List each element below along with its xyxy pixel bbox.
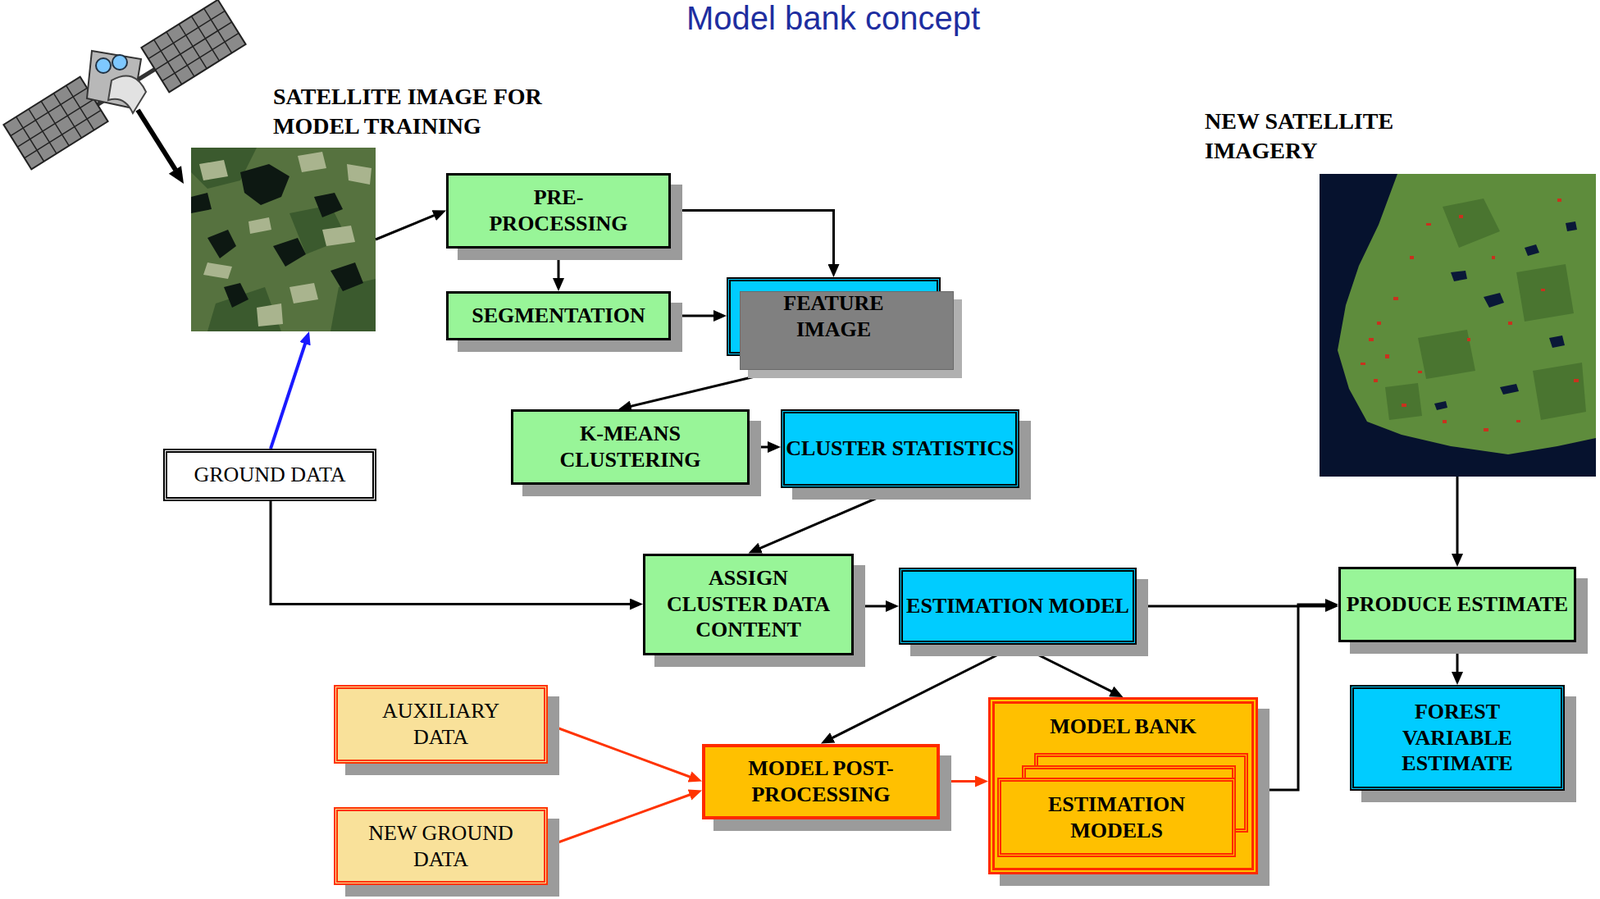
connector-arrow <box>270 337 308 449</box>
process-box: PRE-PROCESSING <box>446 173 671 249</box>
satellite-arrow-head <box>168 165 184 184</box>
connector-arrow <box>939 779 982 783</box>
input-box: GROUND DATA <box>163 448 377 502</box>
satellite-dish <box>108 75 146 114</box>
process-box: MODEL POST-PROCESSING <box>701 743 940 820</box>
connector-arrow <box>1456 476 1459 561</box>
connector-arrow <box>557 248 561 286</box>
data-box: AUXILIARY DATA <box>333 684 548 764</box>
connector-arrow <box>1456 642 1459 679</box>
connector-arrow <box>853 605 893 608</box>
process-box: K-MEANS CLUSTERING <box>510 409 750 485</box>
node-label: GROUND DATA <box>194 461 347 488</box>
node-label: MODEL POST-PROCESSING <box>705 755 937 808</box>
training-image <box>191 147 376 332</box>
satellite-arrow-line <box>137 109 176 170</box>
connector-arrow <box>547 792 696 846</box>
node-label: ESTIMATION MODELS <box>1001 791 1232 844</box>
node-label: AUXILIARY DATA <box>367 697 516 751</box>
connector-arrow <box>1017 644 1117 694</box>
output-box: CLUSTER STATISTICS <box>780 409 1020 488</box>
solar-panel-frame <box>141 0 246 92</box>
training-image-forest <box>191 147 376 332</box>
node-label: PRE-PROCESSING <box>476 184 641 238</box>
lakes <box>1434 221 1578 411</box>
solar-panel <box>141 0 246 92</box>
connectors <box>270 210 1458 847</box>
training-image-ground <box>191 147 376 332</box>
output-box: FOREST VARIABLE ESTIMATE <box>1349 684 1565 791</box>
node-label: ASSIGN CLUSTER DATA CONTENT <box>660 565 837 644</box>
connector-arrow <box>375 213 441 240</box>
model-card: ESTIMATION MODELS <box>997 777 1236 857</box>
node-label: NEW GROUND DATA <box>359 820 524 873</box>
node-label: FEATURE IMAGE <box>760 290 908 343</box>
diagram-title: Model bank concept <box>546 0 1121 37</box>
satellite-sensor <box>112 54 128 70</box>
process-box: ASSIGN CLUSTER DATA CONTENT <box>642 553 854 656</box>
sea <box>1319 173 1596 477</box>
connector-arrow <box>624 369 786 408</box>
connector-arrow <box>749 446 775 449</box>
process-box: PRODUCE ESTIMATE <box>1338 566 1577 643</box>
connector-arrow <box>670 210 835 272</box>
image-heading: SATELLITE IMAGE FOR MODEL TRAINING <box>273 82 585 142</box>
forest-area <box>1385 198 1587 420</box>
new-imagery-map <box>1319 173 1596 477</box>
satellite-image-node: NEW SATELLITE IMAGERY <box>1319 173 1596 477</box>
connector-arrow <box>754 487 901 551</box>
node-label: K-MEANS CLUSTERING <box>513 420 748 474</box>
node-label: PRODUCE ESTIMATE <box>1346 591 1569 618</box>
satellite-image-node: SATELLITE IMAGE FOR MODEL TRAINING <box>191 147 376 332</box>
connector-arrow <box>1258 604 1332 790</box>
output-box: ESTIMATION MODEL <box>898 567 1137 645</box>
process-box: SEGMENTATION <box>446 291 671 341</box>
node-label: MODEL BANK <box>1049 713 1196 740</box>
node-label: FOREST VARIABLE ESTIMATE <box>1367 698 1548 778</box>
node-label: ESTIMATION MODEL <box>906 592 1130 620</box>
node-label: CLUSTER STATISTICS <box>785 435 1015 462</box>
data-box: NEW GROUND DATA <box>333 806 548 885</box>
training-image-lakes <box>191 164 364 308</box>
land <box>1337 173 1596 455</box>
connector-arrow <box>547 724 696 780</box>
output-box: FEATURE IMAGE <box>726 277 941 356</box>
red-speckles <box>1360 198 1579 432</box>
model-bank-box: MODEL BANK ESTIMATION MODELS <box>988 697 1259 875</box>
satellite-sensor <box>95 58 111 73</box>
solar-panel-grid <box>141 0 246 92</box>
node-label: SEGMENTATION <box>471 302 645 329</box>
connector-arrow <box>670 314 721 318</box>
image-heading: NEW SATELLITE IMAGERY <box>1204 106 1451 167</box>
connector-arrow <box>270 501 637 605</box>
